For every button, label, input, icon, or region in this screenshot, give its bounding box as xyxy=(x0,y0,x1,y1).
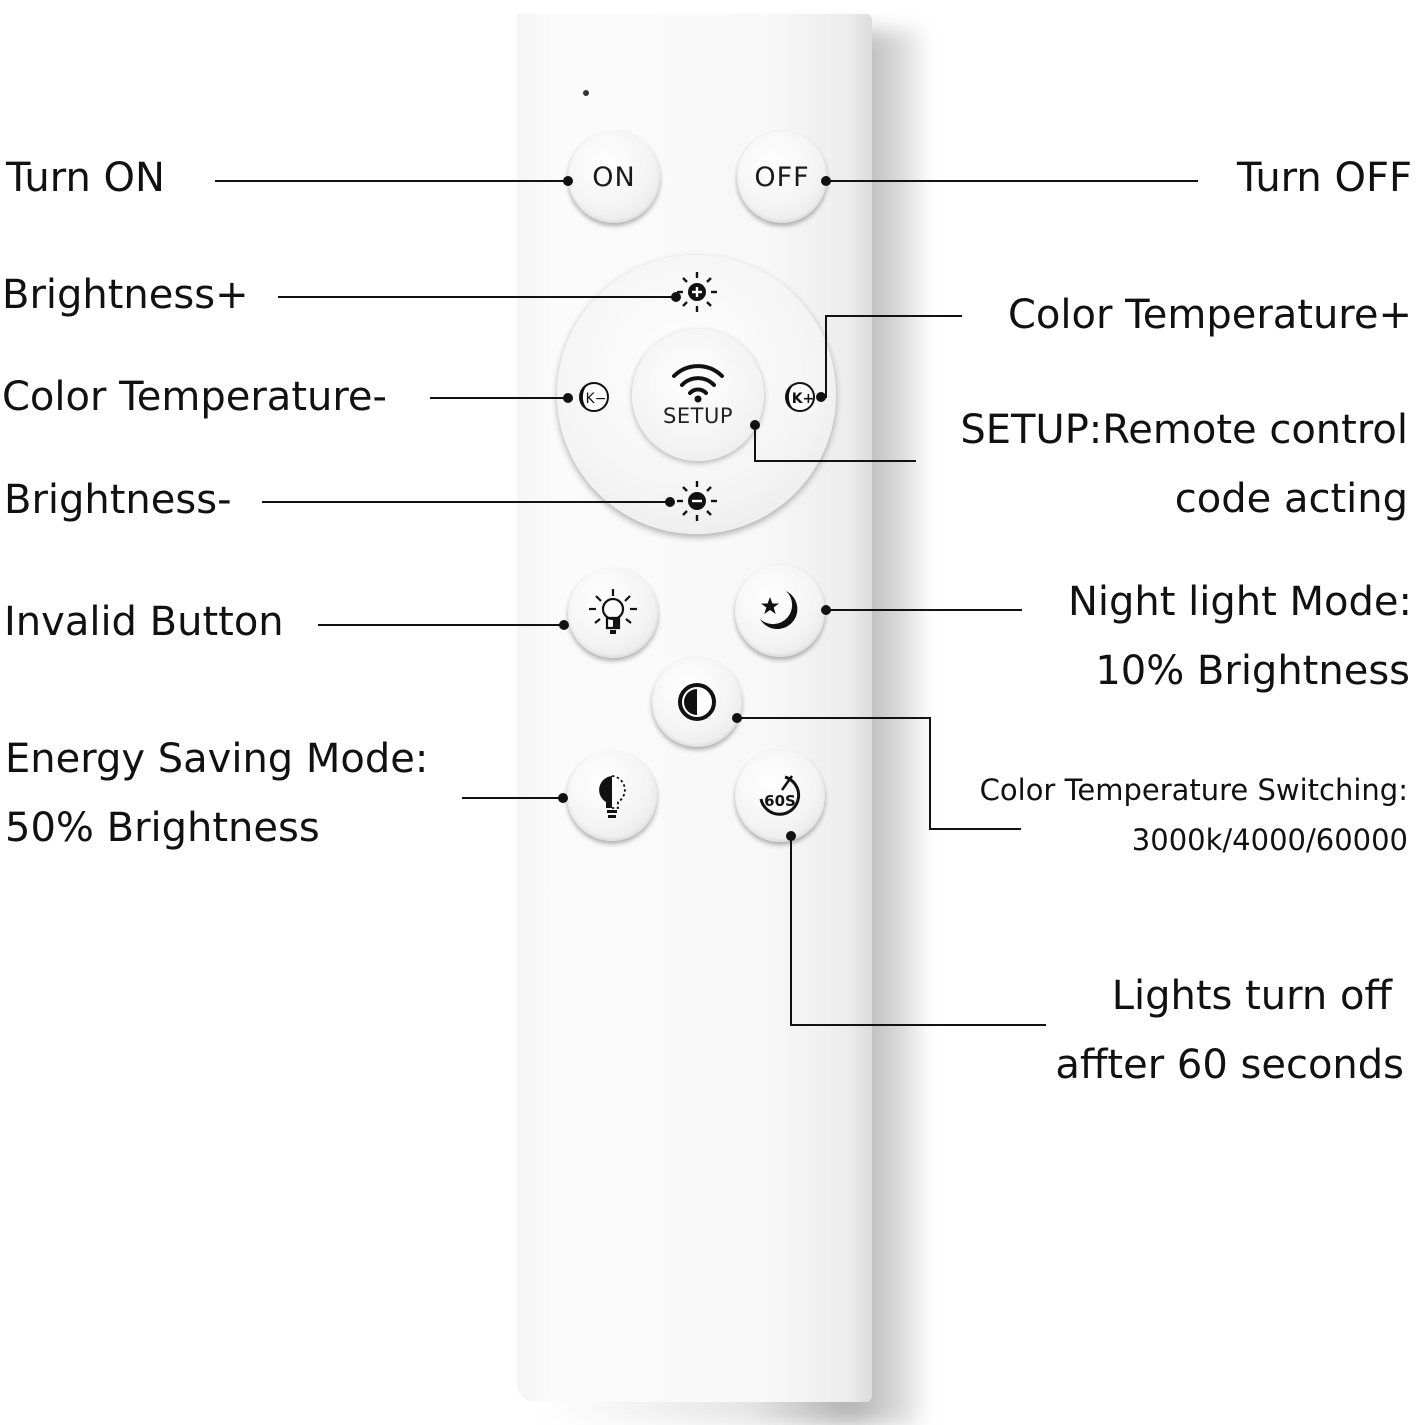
on-button-label: ON xyxy=(592,161,636,193)
brightness-plus-button[interactable] xyxy=(677,272,717,312)
dot-energy xyxy=(558,793,568,803)
dot-color-temp-plus xyxy=(816,392,826,402)
moon-star-icon xyxy=(760,591,798,630)
dot-night xyxy=(821,605,831,615)
energy-saving-button[interactable] xyxy=(567,751,657,841)
night-mode-line1: Night light Mode: xyxy=(1067,579,1412,625)
cct-switch-line1: Color Temperature Switching: xyxy=(979,773,1408,807)
color-temp-plus-button[interactable]: K+ xyxy=(785,382,815,412)
brightness-plus-label: Brightness+ xyxy=(2,272,249,318)
timer-button[interactable]: 60S xyxy=(735,750,825,842)
off-button-label: OFF xyxy=(754,161,810,193)
setup-button[interactable] xyxy=(632,329,764,461)
brightness-minus-label: Brightness- xyxy=(4,477,232,523)
off-button[interactable]: OFF xyxy=(737,131,827,223)
invalid-button[interactable] xyxy=(568,568,658,658)
timer-icon: 60S xyxy=(759,775,801,816)
brightness-minus-button[interactable] xyxy=(677,481,717,521)
dot-off xyxy=(821,176,831,186)
night-light-button[interactable] xyxy=(735,565,825,657)
dot-color-temp-minus xyxy=(563,393,573,403)
dot-invalid xyxy=(559,620,569,630)
half-bulb-icon xyxy=(599,775,626,818)
setup-button-label: SETUP xyxy=(663,404,733,428)
dot-brightness-minus xyxy=(665,497,675,507)
timer-desc-line1: Lights turn off xyxy=(1111,973,1392,1019)
wifi-icon xyxy=(672,364,724,403)
sun-plus-icon xyxy=(677,272,717,312)
invalid-button-label: Invalid Button xyxy=(4,599,284,645)
bulb-rays-icon xyxy=(589,589,637,634)
color-temp-minus-label-text: Color Temperature- xyxy=(2,374,387,420)
energy-mode-line1: Energy Saving Mode: xyxy=(5,736,429,782)
timer-label: 60S xyxy=(764,792,796,810)
leader-cct xyxy=(737,717,1021,830)
turn-off-label: Turn OFF xyxy=(1236,155,1412,201)
dot-timer xyxy=(786,831,796,841)
leader-setup xyxy=(754,425,916,462)
color-temp-plus-label-text: Color Temperature+ xyxy=(1007,292,1412,338)
dot-setup xyxy=(750,420,760,430)
color-temp-switch-button[interactable] xyxy=(652,657,742,747)
dot-brightness-plus xyxy=(671,292,681,302)
ir-indicator xyxy=(583,90,589,96)
dot-on xyxy=(563,176,573,186)
energy-mode-line2: 50% Brightness xyxy=(5,805,320,851)
on-button[interactable]: ON xyxy=(568,131,660,223)
cct-switch-line2: 3000k/4000/60000 xyxy=(1131,823,1408,857)
setup-desc-line1: SETUP:Remote control xyxy=(960,407,1408,453)
dot-cct xyxy=(732,713,742,723)
setup-desc-line2: code acting xyxy=(1174,476,1408,522)
turn-on-label: Turn ON xyxy=(6,155,165,201)
color-temp-minus-label: K− xyxy=(586,391,607,407)
color-temp-minus-button[interactable]: K− xyxy=(579,382,609,412)
timer-desc-line2: affter 60 seconds xyxy=(1055,1042,1404,1088)
leader-timer xyxy=(790,836,1046,1026)
leader-color-temp-plus xyxy=(821,315,962,398)
sun-minus-icon xyxy=(677,481,717,521)
half-circle-icon xyxy=(678,683,716,721)
night-mode-line2: 10% Brightness xyxy=(1095,648,1410,694)
color-temp-plus-label: K+ xyxy=(792,391,815,407)
